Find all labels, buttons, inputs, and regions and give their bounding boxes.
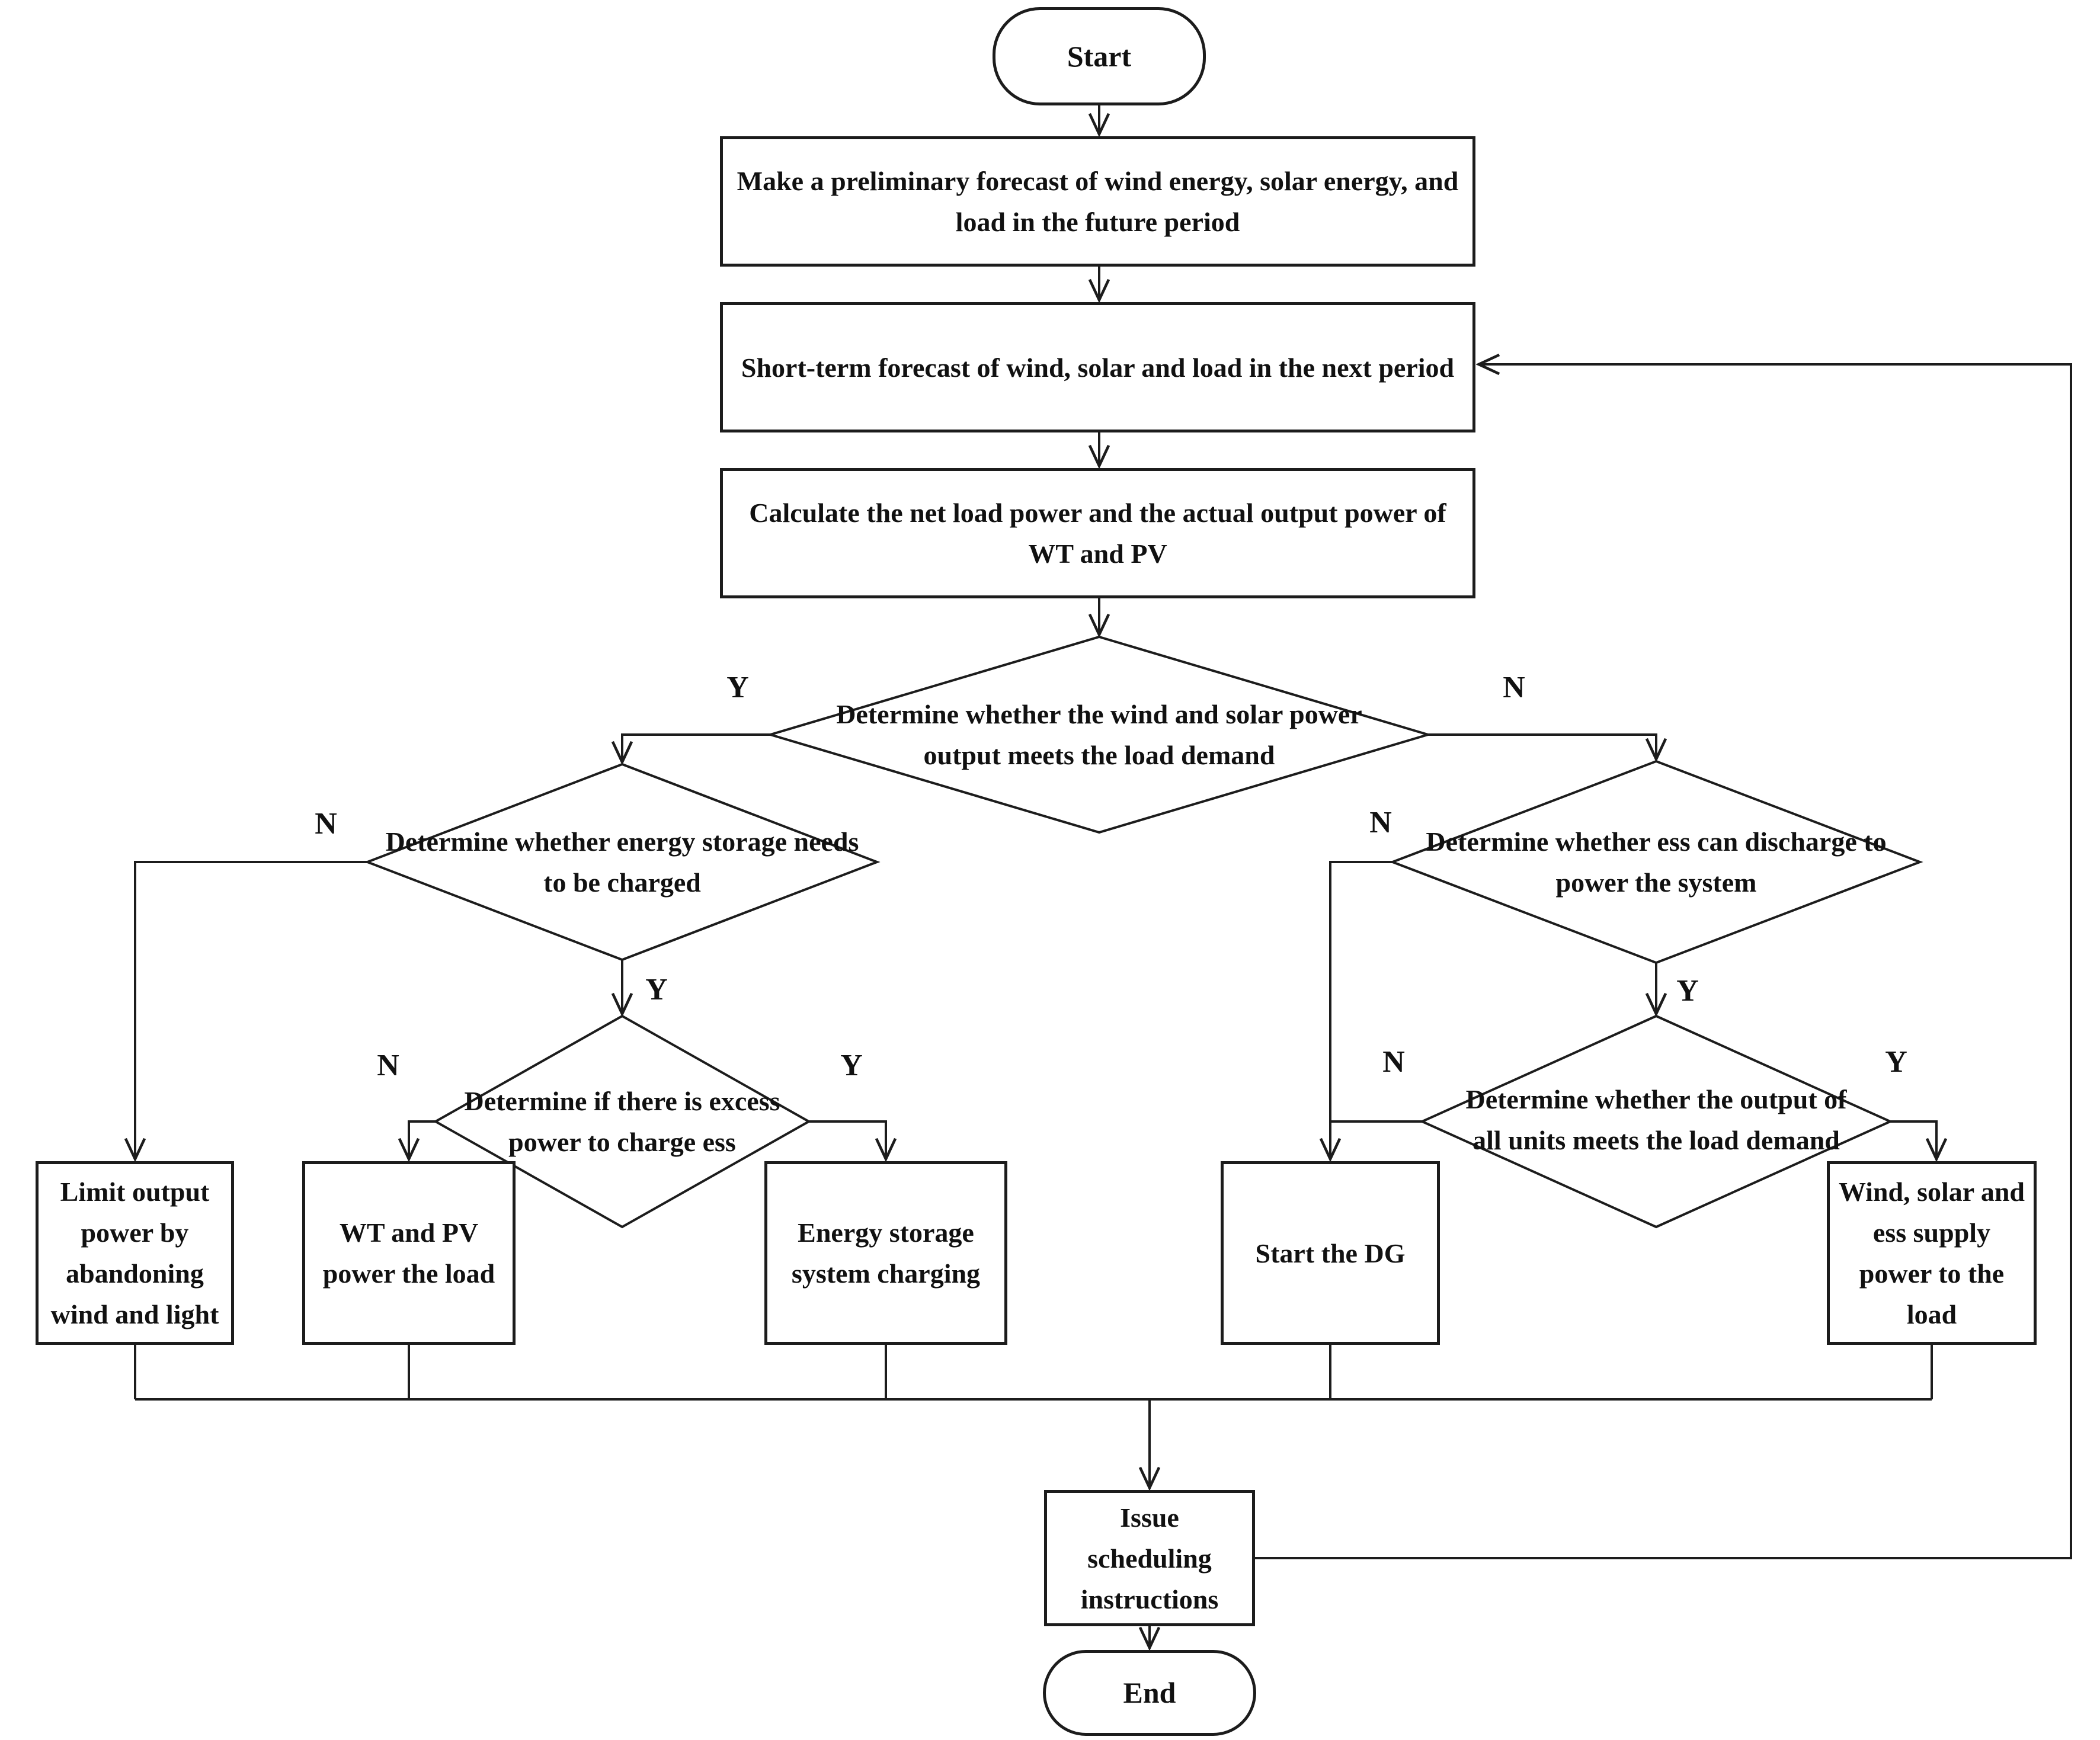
limit-output-label: Limit output power by abandoning wind an… xyxy=(50,1177,219,1329)
calculate-net-load-label: Calculate the net load power and the act… xyxy=(749,498,1446,569)
label-no-decision1: N xyxy=(1503,670,1525,704)
decision-excess-power-text: Determine if there is excess power to ch… xyxy=(456,1050,788,1193)
start-terminator: Start xyxy=(993,7,1206,105)
connector-lines xyxy=(135,105,2072,1646)
start-dg-label: Start the DG xyxy=(1255,1238,1406,1268)
edge-feedback-loop xyxy=(1255,364,2072,1559)
wt-pv-power-load-label: WT and PV power the load xyxy=(322,1217,495,1289)
start-label: Start xyxy=(1067,39,1132,73)
edge-decision5-yes xyxy=(1890,1120,1936,1158)
label-yes-decision4: Y xyxy=(1676,973,1699,1008)
short-term-forecast-label: Short-term forecast of wind, solar and l… xyxy=(741,352,1455,383)
decision-wind-solar-meets-load-text: Determine whether the wind and solar pow… xyxy=(803,675,1395,794)
ess-charging-label: Energy storage system charging xyxy=(791,1217,981,1289)
issue-instructions-label: Issue scheduling instructions xyxy=(1080,1502,1219,1614)
decision2-label: Determine whether energy storage needs t… xyxy=(385,826,859,898)
decision-storage-needs-charge-text: Determine whether energy storage needs t… xyxy=(385,803,859,921)
process-wind-solar-ess-supply: Wind, solar and ess supply power to the … xyxy=(1827,1161,2037,1345)
edge-decision1-yes xyxy=(622,733,770,761)
decision5-label: Determine whether the output of all unit… xyxy=(1465,1084,1847,1155)
process-ess-charging: Energy storage system charging xyxy=(764,1161,1007,1345)
decision1-label: Determine whether the wind and solar pow… xyxy=(836,699,1362,770)
process-short-term-forecast: Short-term forecast of wind, solar and l… xyxy=(720,302,1475,432)
label-no-decision4: N xyxy=(1369,805,1392,839)
diamond-excess-power xyxy=(433,1014,812,1229)
process-start-dg: Start the DG xyxy=(1221,1161,1440,1345)
decision-ess-discharge-text: Determine whether ess can discharge to p… xyxy=(1407,803,1905,921)
decision-units-meet-load-text: Determine whether the output of all unit… xyxy=(1461,1049,1852,1191)
decision3-label: Determine if there is excess power to ch… xyxy=(464,1086,780,1157)
edge-decision2-no xyxy=(135,861,367,1158)
diamond-units-meet-load xyxy=(1419,1014,1893,1229)
end-label: End xyxy=(1123,1676,1176,1709)
decision4-label: Determine whether ess can discharge to p… xyxy=(1426,826,1887,898)
process-issue-instructions: Issue scheduling instructions xyxy=(1044,1490,1255,1626)
process-wt-pv-power-load: WT and PV power the load xyxy=(302,1161,516,1345)
label-no-decision3: N xyxy=(377,1048,399,1082)
edge-decision3-no xyxy=(409,1120,436,1158)
diamond-wind-solar-meets-load xyxy=(766,635,1433,834)
label-yes-decision3: Y xyxy=(840,1048,863,1082)
label-no-decision2: N xyxy=(315,806,337,841)
label-yes-decision2: Y xyxy=(645,972,668,1007)
process-limit-output: Limit output power by abandoning wind an… xyxy=(36,1161,234,1345)
label-no-decision5: N xyxy=(1382,1044,1405,1079)
preliminary-forecast-label: Make a preliminary forecast of wind ener… xyxy=(737,166,1459,237)
label-yes-decision5: Y xyxy=(1885,1044,1907,1079)
edge-decision4-no xyxy=(1330,861,1392,1158)
decision-diamond-shapes xyxy=(364,635,1923,1229)
process-preliminary-forecast: Make a preliminary forecast of wind ener… xyxy=(720,136,1475,267)
edge-decision1-no xyxy=(1428,733,1656,758)
label-yes-decision1: Y xyxy=(726,670,749,704)
end-terminator: End xyxy=(1043,1650,1256,1736)
edge-decision3-yes xyxy=(809,1120,886,1158)
process-calculate-net-load: Calculate the net load power and the act… xyxy=(720,468,1475,598)
wind-solar-ess-supply-label: Wind, solar and ess supply power to the … xyxy=(1838,1177,2025,1329)
